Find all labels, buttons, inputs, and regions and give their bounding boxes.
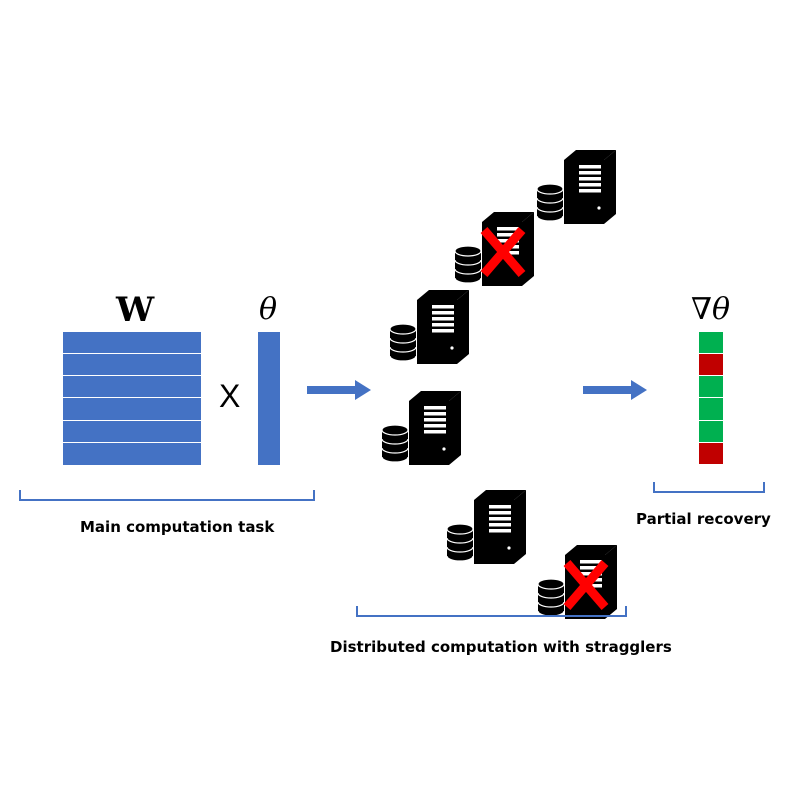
partial-recovery-bracket bbox=[653, 482, 765, 493]
gradient-vector bbox=[699, 332, 723, 465]
server-worker-5 bbox=[440, 490, 530, 566]
matrix-row bbox=[63, 376, 201, 399]
matrix-row bbox=[63, 354, 201, 377]
multiply-symbol: X bbox=[219, 378, 241, 414]
distributed-bracket bbox=[356, 606, 627, 617]
server-icon bbox=[417, 290, 469, 364]
server-icon bbox=[474, 490, 526, 564]
gradient-cell-recovered bbox=[699, 376, 723, 399]
matrix-row bbox=[63, 332, 201, 355]
database-icon bbox=[537, 578, 565, 617]
vector-theta bbox=[258, 332, 280, 465]
partial-recovery-label: Partial recovery bbox=[636, 510, 771, 528]
gradient-cell-recovered bbox=[699, 420, 723, 443]
arrow-right-icon bbox=[307, 380, 371, 400]
server-worker-2 bbox=[448, 212, 538, 288]
server-icon bbox=[409, 391, 461, 465]
arrow-right-icon bbox=[583, 380, 647, 400]
matrix-row bbox=[63, 398, 201, 421]
gradient-cell-lost bbox=[699, 442, 723, 465]
straggler-x-icon bbox=[480, 227, 526, 277]
server-icon bbox=[564, 150, 616, 224]
matrix-row bbox=[63, 420, 201, 443]
database-icon bbox=[389, 323, 417, 362]
gradient-cell-recovered bbox=[699, 332, 723, 355]
server-worker-4 bbox=[375, 391, 465, 467]
server-worker-1 bbox=[530, 150, 620, 226]
distributed-label: Distributed computation with stragglers bbox=[330, 638, 672, 656]
main-task-label: Main computation task bbox=[80, 518, 275, 536]
gradient-symbol: ∇θ bbox=[691, 292, 731, 327]
vector-symbol: θ bbox=[259, 292, 278, 327]
database-icon bbox=[381, 424, 409, 463]
server-worker-3 bbox=[383, 290, 473, 366]
database-icon bbox=[536, 183, 564, 222]
main-task-bracket bbox=[19, 490, 315, 501]
straggler-x-icon bbox=[563, 560, 609, 610]
database-icon bbox=[454, 245, 482, 284]
matrix-w bbox=[63, 332, 201, 465]
matrix-symbol: W bbox=[116, 290, 155, 330]
gradient-cell-lost bbox=[699, 354, 723, 377]
server-worker-6 bbox=[531, 545, 621, 621]
matrix-row bbox=[63, 442, 201, 465]
database-icon bbox=[446, 523, 474, 562]
gradient-cell-recovered bbox=[699, 398, 723, 421]
